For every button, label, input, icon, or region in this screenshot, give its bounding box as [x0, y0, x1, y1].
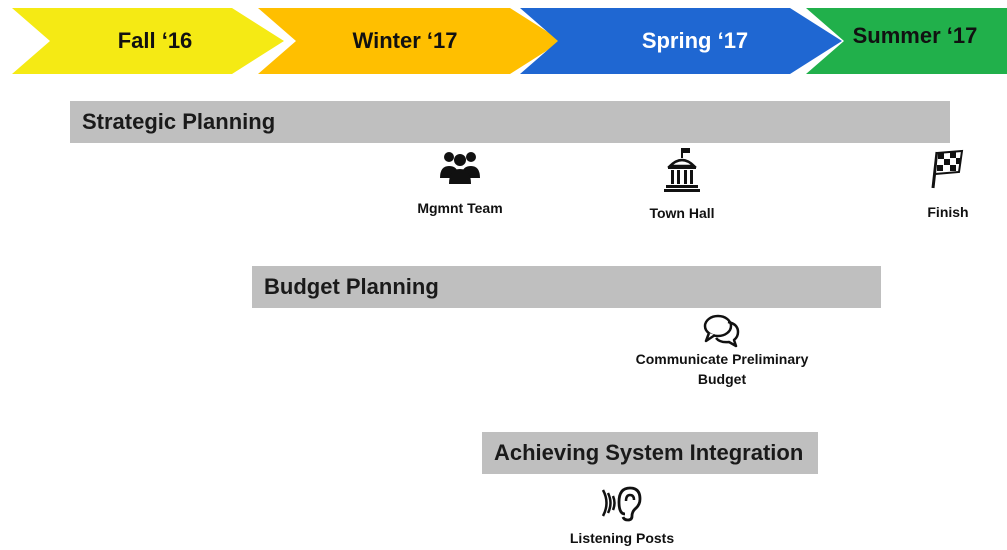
- season-label-spring: Spring ‘17: [641, 28, 749, 53]
- milestone-label: Communicate Preliminary Budget: [635, 351, 809, 387]
- season-chevron-winter: [258, 8, 562, 74]
- season-chevron-summer: [806, 8, 1007, 74]
- milestone-mgmt-team: Mgmnt Team: [400, 148, 520, 218]
- season-chevrons: [12, 8, 1007, 74]
- milestone-listening-posts: Listening Posts: [552, 484, 692, 548]
- people-group-icon: [440, 152, 480, 184]
- listening-ear-icon: [601, 486, 642, 522]
- town-hall-icon: [664, 148, 700, 192]
- season-timeline: Fall ‘16 Winter ‘17 Spring ‘17 Summer ‘1…: [0, 0, 1007, 78]
- checkered-flag-icon: [931, 149, 964, 189]
- strategic-planning-bar: Strategic Planning: [70, 101, 950, 143]
- season-label-fall: Fall ‘16: [117, 28, 193, 53]
- milestone-finish: Finish: [908, 148, 988, 222]
- season-label-summer: Summer ‘17: [852, 23, 978, 48]
- system-integration-bar: Achieving System Integration: [482, 432, 818, 474]
- milestone-label: Town Hall: [649, 205, 715, 221]
- milestone-town-hall: Town Hall: [622, 146, 742, 223]
- milestone-communicate-budget: Communicate Preliminary Budget: [612, 312, 832, 389]
- milestone-label: Finish: [927, 204, 969, 220]
- season-chevron-fall: [12, 8, 284, 74]
- season-chevron-spring: [520, 8, 842, 74]
- budget-planning-bar: Budget Planning: [252, 266, 881, 308]
- milestone-label: Listening Posts: [569, 530, 675, 546]
- season-label-winter: Winter ‘17: [352, 28, 458, 53]
- speech-bubbles-icon: [703, 314, 740, 348]
- milestone-label: Mgmnt Team: [417, 200, 503, 216]
